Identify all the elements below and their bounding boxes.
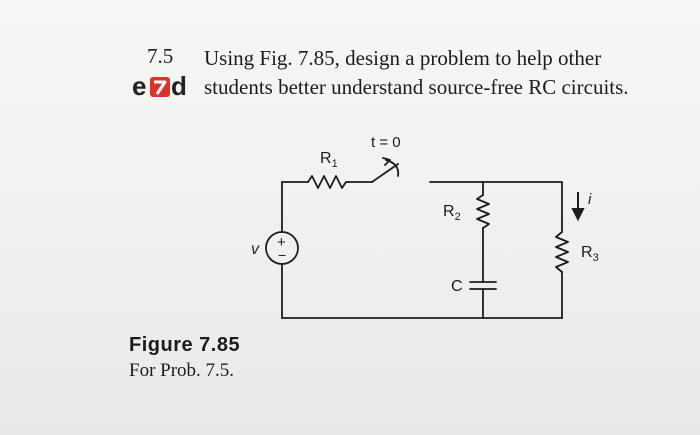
- r2-label: R2: [443, 203, 461, 223]
- voltage-label: v: [251, 241, 260, 258]
- r1-label: R1: [320, 150, 338, 170]
- switch-label: t = 0: [371, 134, 401, 151]
- current-arrow-icon: [571, 192, 585, 222]
- capacitor-label: C: [451, 278, 463, 295]
- problem-line-2: students better understand source-free R…: [204, 75, 629, 99]
- problem-line-1: Using Fig. 7.85, design a problem to hel…: [204, 46, 602, 70]
- resistor-r3: [555, 231, 569, 273]
- switch-blade: [371, 163, 399, 183]
- wire-top-right: [429, 181, 563, 233]
- source-minus-sign: −: [278, 247, 286, 263]
- problem-number: 7.5: [147, 44, 174, 68]
- svg-text:e: e: [132, 72, 146, 100]
- current-label: i: [588, 191, 592, 208]
- resistor-r2: [476, 194, 490, 229]
- ead-logo-icon: e2d e d: [132, 72, 187, 100]
- figure-caption: For Prob. 7.5.: [129, 360, 235, 381]
- figure-title: Figure 7.85: [129, 334, 241, 356]
- voltage-source: [265, 231, 299, 265]
- source-plus-sign: +: [277, 234, 286, 251]
- resistor-r1: [307, 175, 347, 189]
- problem-statement: Using Fig. 7.85, design a problem to hel…: [204, 44, 684, 102]
- svg-text:d: d: [171, 72, 187, 100]
- r3-label: R3: [581, 244, 599, 264]
